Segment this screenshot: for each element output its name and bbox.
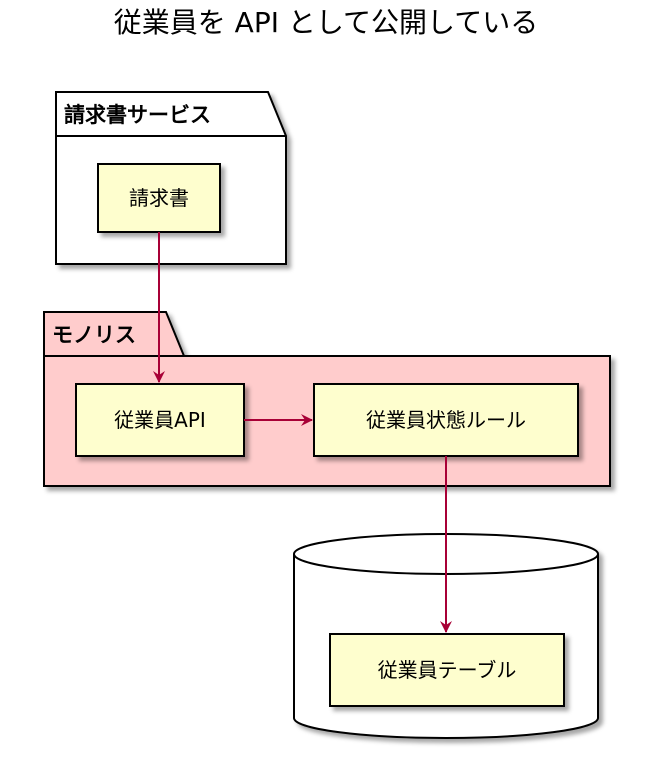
component-employee-state-rules: 従業員状態ルール — [313, 383, 579, 457]
component-employee-api: 従業員API — [75, 383, 245, 457]
diagram-title: 従業員を API として公開している — [114, 6, 538, 39]
package-label-billing: 請求書サービス — [64, 103, 211, 127]
component-label-invoice: 請求書 — [129, 186, 189, 210]
component-employee-table: 従業員テーブル — [329, 633, 565, 707]
package-label-monolith: モノリス — [52, 323, 136, 347]
component-label-employee-api: 従業員API — [114, 408, 206, 432]
component-label-employee-table: 従業員テーブル — [378, 658, 517, 682]
component-invoice: 請求書 — [97, 163, 221, 233]
component-label-employee-state-rules: 従業員状態ルール — [366, 408, 526, 432]
